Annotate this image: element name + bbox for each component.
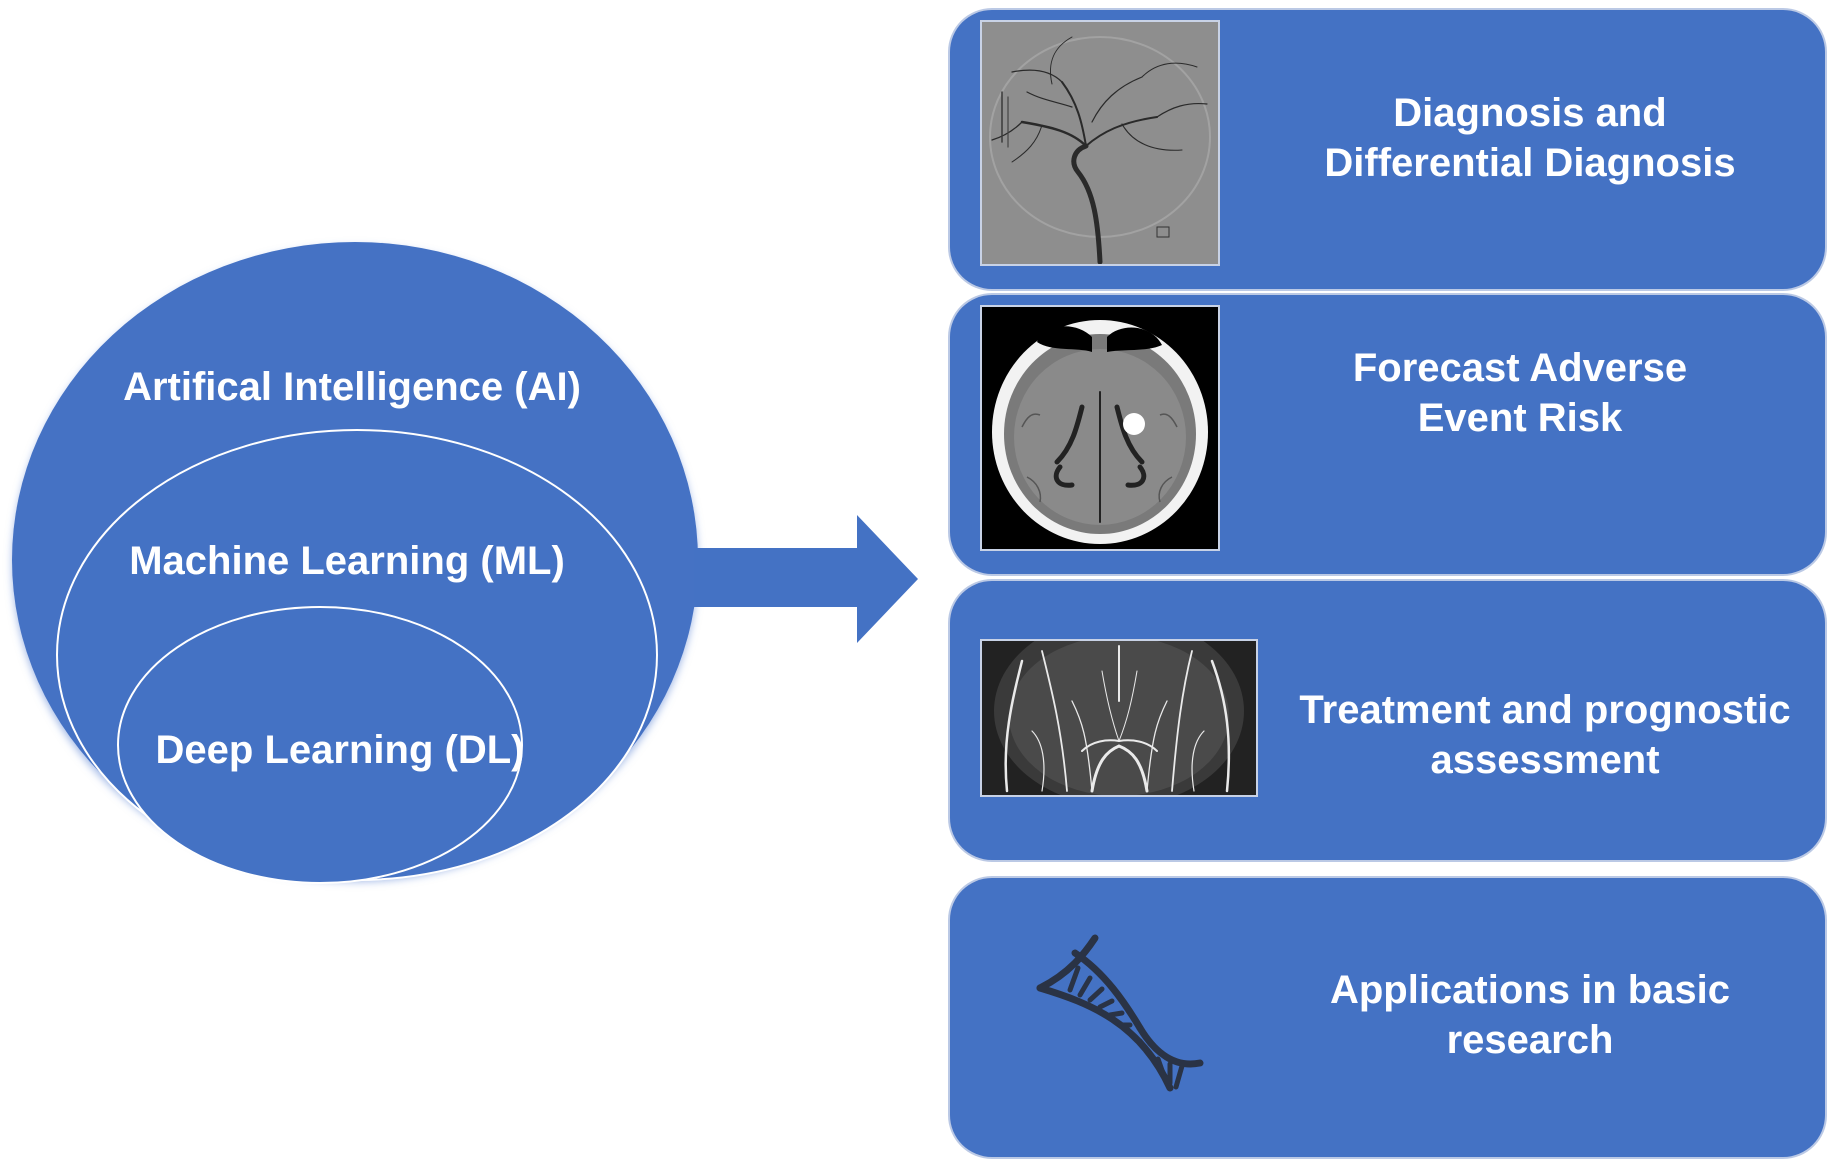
panel-forecast-label: Forecast Adverse Event Risk: [1352, 346, 1688, 440]
ml-label: Machine Learning (ML): [129, 539, 565, 583]
ai-ml-dl-diagram: Artifical Intelligence (AI) Machine Lear…: [12, 242, 918, 884]
ai-label: Artifical Intelligence (AI): [123, 365, 581, 409]
arrow-right-icon: [694, 515, 918, 643]
cta-vessels-image: [980, 639, 1258, 797]
panel-research-label: Applications in basic research: [1329, 968, 1731, 1062]
panel-diagnosis: Diagnosis and Differential Diagnosis: [950, 10, 1825, 289]
panel-research: Applications in basic research: [950, 878, 1825, 1157]
panel-treatment-label: Treatment and prognostic assessment: [1299, 688, 1791, 782]
dna-icon: [1030, 933, 1205, 1103]
dl-circle: [117, 606, 523, 884]
panel-treatment: Treatment and prognostic assessment: [950, 581, 1825, 860]
panel-forecast: Forecast Adverse Event Risk: [950, 295, 1825, 574]
dl-label: Deep Learning (DL): [156, 728, 525, 772]
panel-diagnosis-label: Diagnosis and Differential Diagnosis: [1324, 91, 1736, 185]
angiography-image: [980, 20, 1220, 266]
brain-ct-image: [980, 305, 1220, 551]
